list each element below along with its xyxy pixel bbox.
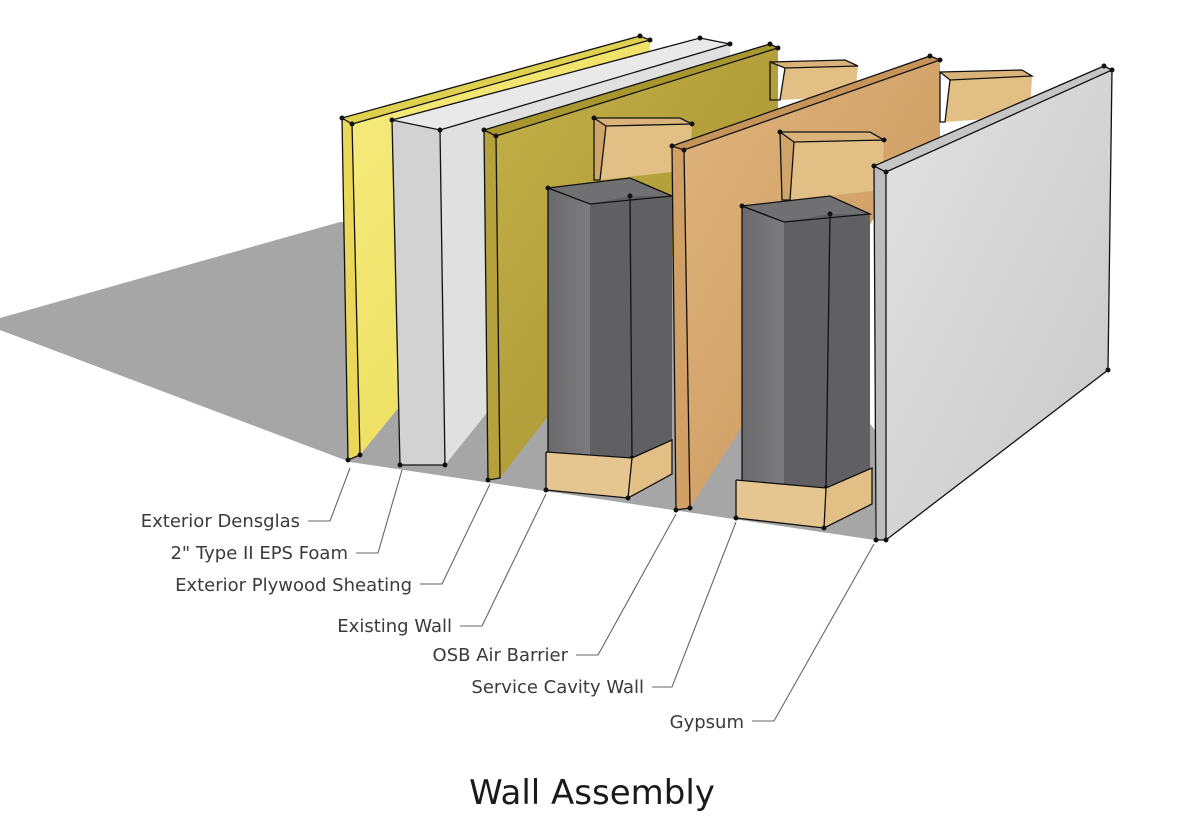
leader-eps-foam — [356, 469, 403, 554]
leader-osb-air-barrier — [576, 513, 677, 656]
label-existing-wall: Existing Wall — [337, 616, 452, 637]
leader-existing-wall — [460, 493, 547, 627]
leader-exterior-plywood — [420, 483, 491, 585]
label-eps-foam: 2" Type II EPS Foam — [170, 543, 348, 564]
label-osb-air-barrier: OSB Air Barrier — [433, 645, 569, 666]
leader-gypsum — [752, 543, 875, 722]
leader-lines — [308, 467, 875, 722]
diagram-caption: Wall Assembly — [469, 773, 715, 813]
layer-service-cavity-wall — [733, 69, 1035, 531]
leader-service-cavity-wall — [652, 521, 737, 688]
layer-gypsum — [871, 63, 1115, 543]
leader-exterior-densglas — [308, 467, 351, 522]
label-service-cavity-wall: Service Cavity Wall — [471, 677, 644, 698]
label-exterior-plywood: Exterior Plywood Sheating — [175, 575, 412, 596]
label-gypsum: Gypsum — [670, 712, 744, 733]
layer-existing-wall — [543, 59, 859, 501]
label-exterior-densglas: Exterior Densglas — [141, 511, 300, 532]
